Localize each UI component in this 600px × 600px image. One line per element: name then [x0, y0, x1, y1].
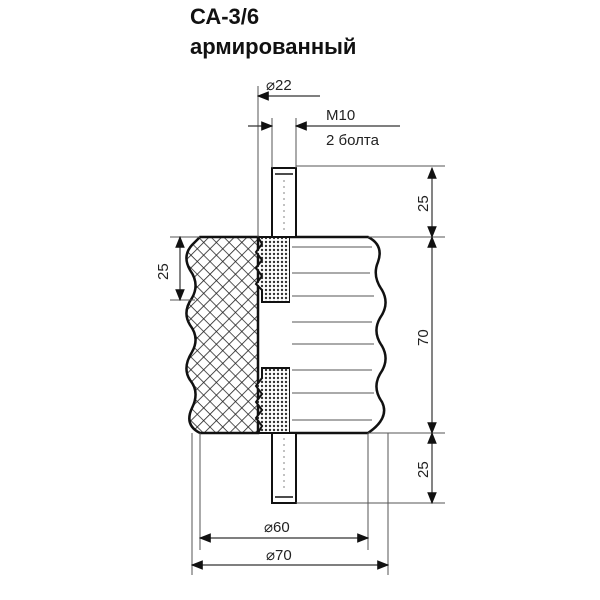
metal-insert-top [254, 236, 291, 303]
label-outer-dia: ⌀70 [266, 547, 292, 564]
metal-insert-bottom [254, 367, 291, 434]
label-thread: M10 [326, 107, 355, 124]
model-subtitle: армированный [190, 34, 357, 59]
label-body-height: 70 [415, 329, 432, 346]
label-inner-dia: ⌀60 [264, 519, 290, 536]
exterior-view [290, 235, 387, 435]
label-pitch: 25 [155, 263, 172, 280]
stud-top [271, 167, 297, 238]
label-stud-dia: ⌀22 [266, 77, 292, 94]
label-bolts: 2 болта [326, 132, 380, 149]
model-title: СА-3/6 [190, 4, 260, 29]
label-top-stud: 25 [415, 195, 432, 212]
rubber-section [185, 235, 260, 435]
label-bottom-stud: 25 [415, 461, 432, 478]
extension-lines [170, 86, 445, 575]
stud-bottom [271, 432, 297, 504]
